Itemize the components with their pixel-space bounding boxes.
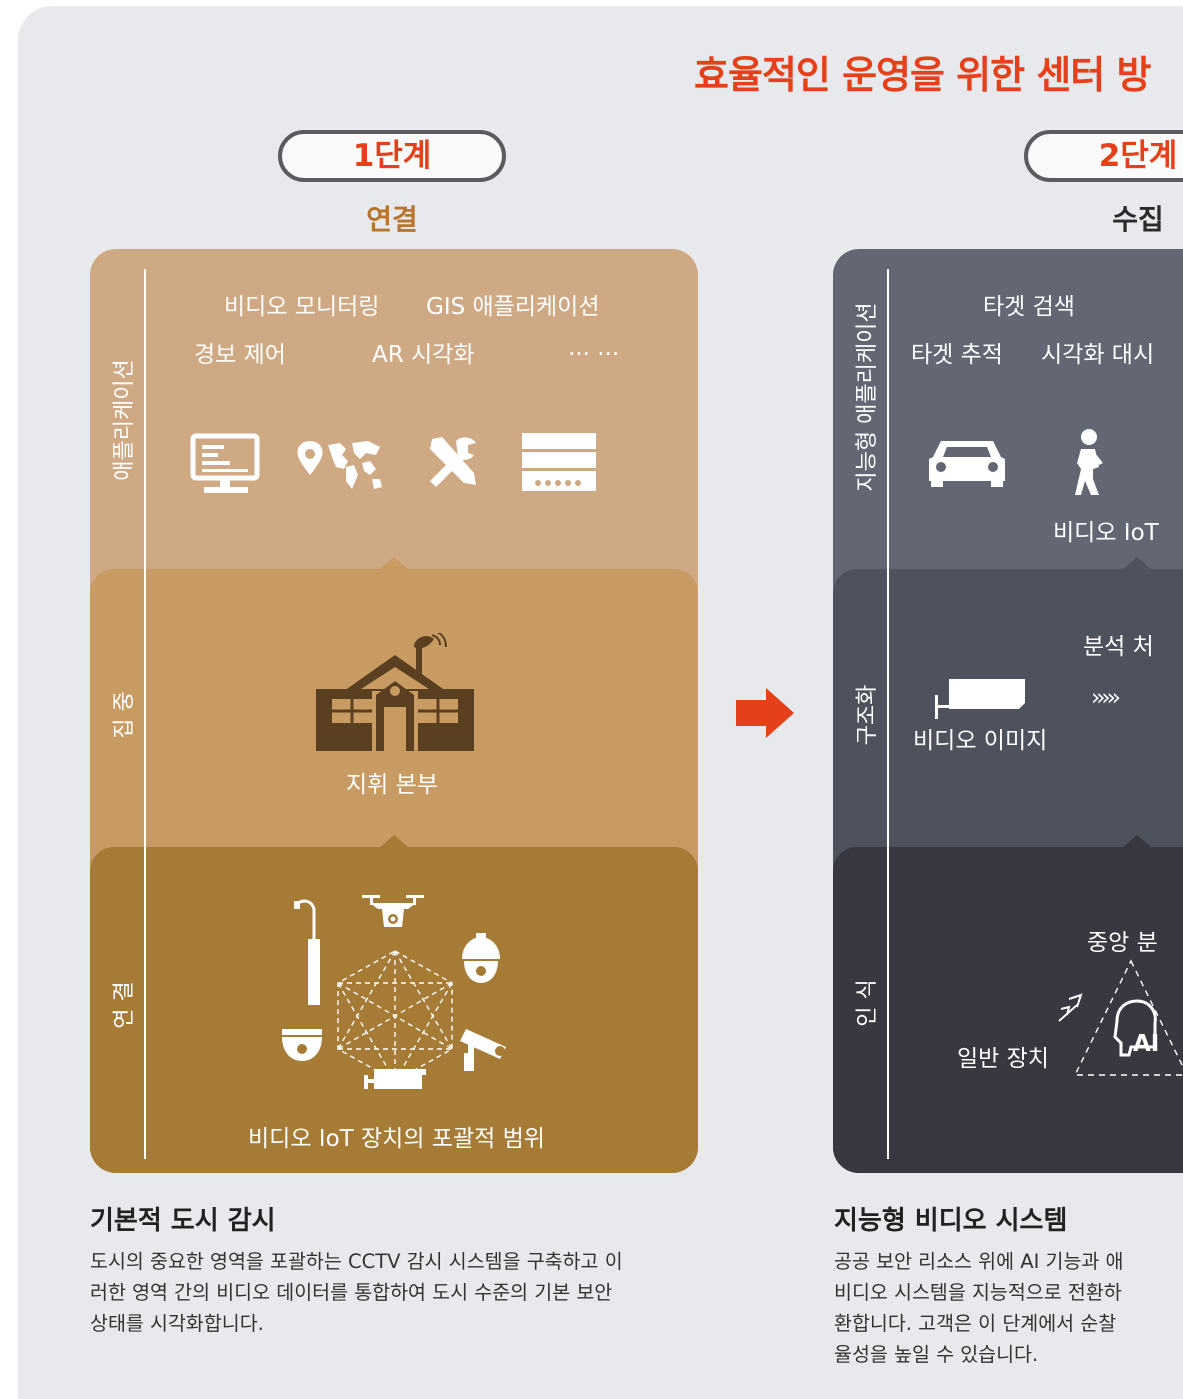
app-item-video-iot: 비디오 IoT [1053,520,1159,546]
stage2-desc-line: 비디오 시스템을 지능적으로 전환하 [834,1281,1122,1304]
drone-icon [362,895,424,927]
stage1-desc-line: 도시의 중요한 영역을 포괄하는 CCTV 감시 시스템을 구축하고 이 [90,1250,623,1273]
stage2-description: 공공 보안 리소스 위에 AI 기능과 애 비디오 시스템을 지능적으로 전환하… [834,1246,1124,1370]
central-analysis-label: 중앙 분 [1087,930,1158,956]
stage2-structure-label: 구조화 [855,684,880,746]
stage1-center-label: 집 중 [112,691,137,739]
app-item-more: ... ... [568,335,620,361]
next-stage-arrow-icon [736,688,794,738]
world-map-pin-icon [297,441,382,489]
dome-camera-icon [462,933,500,983]
page-title: 효율적인 운영을 위한 센터 방 [694,53,1151,97]
command-center-caption: 지휘 본부 [346,772,438,798]
bullet-camera-icon [364,1069,426,1089]
video-image-label: 비디오 이미지 [913,728,1048,754]
app-item-visual-dashboard: 시각화 대시 [1041,342,1155,368]
app-item-video-monitoring: 비디오 모니터링 [224,294,380,320]
stage1-desc-line: 러한 영역 간의 비디오 데이터를 통합하여 도시 수준의 기본 보안 [90,1281,613,1304]
stage2-desc-line: 율성을 높일 수 있습니다. [834,1343,1039,1366]
stage2-divider [887,269,889,1159]
stage2-subtitle: 수집 [1112,203,1164,236]
app-item-target-search: 타겟 검색 [983,294,1075,320]
app-item-ar: AR 시각화 [372,342,475,368]
stage2-sense-band [833,835,1183,1173]
car-icon [929,441,1005,487]
monitor-icon [190,433,260,493]
box-camera-icon [282,1029,322,1061]
tools-icon [430,437,476,487]
stage2-heading: 지능형 비디오 시스템 [834,1206,1068,1236]
app-item-gis: GIS 애플리케이션 [426,294,600,320]
stage1-pill-label: 1단계 [352,138,432,174]
stage1-connect-label: 연 결 [112,981,137,1029]
stage1-center-notch [380,557,408,569]
stage2-card: 지능형 애플리케이션 구조화 인 식 타겟 검색 타겟 추적 시각화 대시 비디… [833,249,1183,1173]
stage1-desc-line: 상태를 시각화합니다. [90,1312,264,1335]
stage2-app-label: 지능형 애플리케이션 [855,302,880,492]
app-item-alarm-control: 경보 제어 [194,342,286,368]
iot-coverage-caption: 비디오 IoT 장치의 포괄적 범위 [248,1126,545,1152]
box-camera-icon [935,679,1025,719]
stage2-desc-line: 환합니다. 고객은 이 단계에서 순찰 [834,1312,1117,1335]
general-device-label: 일반 장치 [957,1046,1049,1072]
stage2-pill-label: 2단계 [1098,138,1178,174]
stage1-description: 도시의 중요한 영역을 포괄하는 CCTV 감시 시스템을 구축하고 이 러한 … [90,1246,623,1339]
command-building-icon [316,633,474,751]
stage1-heading: 기본적 도시 감시 [90,1206,276,1236]
stage2-pill: 2단계 [1024,130,1183,182]
stage2-structure-notch [1123,557,1151,569]
stage1-pill: 1단계 [278,130,506,182]
stage2-desc-line: 공공 보안 리소스 위에 AI 기능과 애 [834,1250,1124,1273]
video-wall-icon [522,433,596,491]
ai-triangle-graphic [1073,959,1183,1076]
stage1-divider [144,269,146,1159]
stage2-sense-notch [1123,835,1151,847]
app-item-target-tracking: 타겟 추적 [911,342,1003,368]
stage1-connect-band [90,835,698,1173]
flow-chevrons: ››››› [1091,685,1121,711]
stage2-sense-label: 인 식 [855,979,880,1027]
street-light-icon [294,899,320,1005]
stage1-app-label: 애플리케이션 [112,359,137,481]
pedestrian-icon [1075,429,1103,495]
ai-label: AI [1133,1031,1160,1057]
signal-icon [1058,993,1083,1022]
stage1-connect-notch [380,835,408,847]
stage1-card: 애플리케이션 집 중 연 결 비디오 모니터링 GIS 애플리케이션 경보 제어… [90,249,698,1173]
network-mesh-graphic [337,950,453,1082]
stage1-subtitle: 연결 [366,203,418,236]
analysis-processing-label: 분석 처 [1083,634,1154,660]
ptz-camera-icon [460,1029,506,1071]
